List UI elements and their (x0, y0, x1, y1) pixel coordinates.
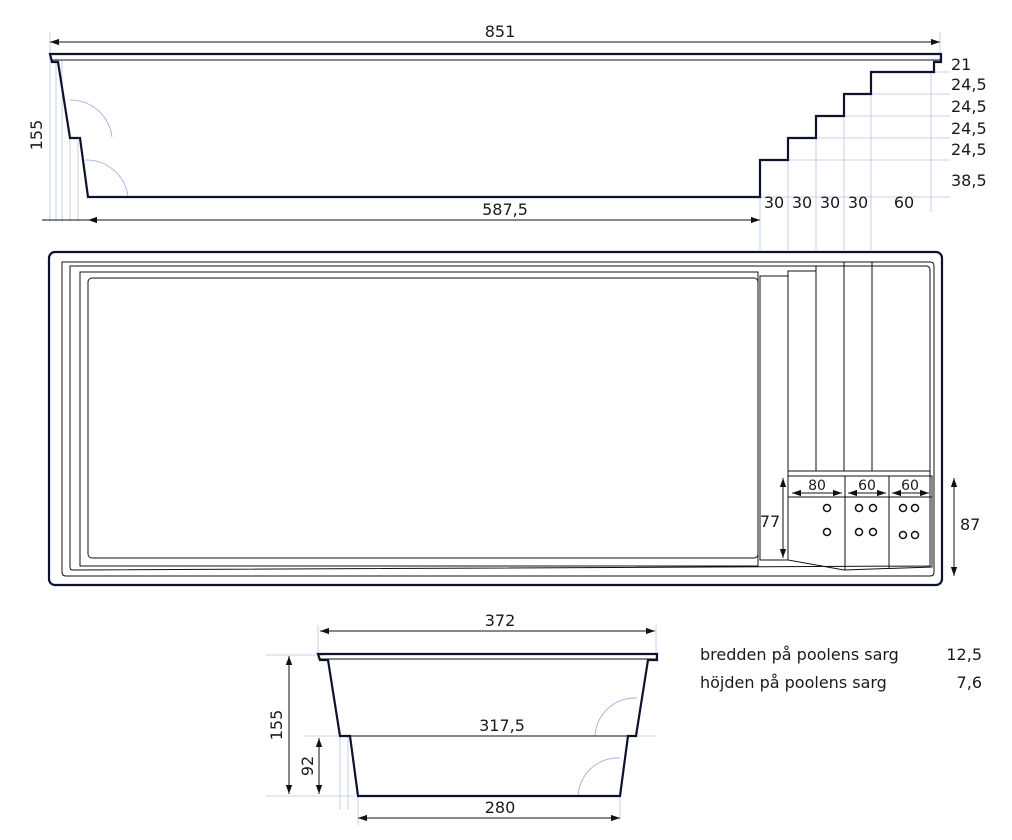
end-view: 372 317,5 280 155 92 (266, 611, 659, 825)
bench-depth-label: 77 (760, 512, 780, 531)
jet-icon (854, 503, 864, 513)
plan-view: 80 60 60 77 87 (47, 250, 980, 587)
jet-icon (854, 527, 864, 537)
plan-basin-floor (87, 277, 759, 559)
bottom-width-label: 280 (485, 798, 516, 817)
end-depth-label: 155 (267, 710, 286, 741)
massage-jets (822, 503, 920, 540)
step-height-3: 24,5 (951, 97, 987, 116)
step-width-3: 30 (820, 193, 840, 212)
step-height-6: 38,5 (951, 171, 987, 190)
bench-width-1: 80 (808, 478, 826, 494)
side-view: 851 155 587,5 21 24,5 24,5 24,5 24,5 38,… (27, 22, 987, 250)
top-width-label: 372 (485, 611, 516, 630)
step-height-1: 21 (951, 55, 971, 74)
end-guides (266, 625, 657, 825)
plan-outer-rim (47, 250, 944, 587)
step-height-5: 24,5 (951, 140, 987, 159)
length-label: 851 (485, 22, 516, 41)
side-depth-label: 155 (27, 120, 46, 151)
step-height-4: 24,5 (951, 119, 987, 138)
jet-icon (822, 503, 832, 513)
note-value-2: 7,6 (957, 673, 982, 692)
jet-icon (868, 527, 878, 537)
jet-icon (822, 527, 832, 537)
step-width-4: 30 (848, 193, 868, 212)
jet-icon (910, 503, 920, 513)
bench-area (787, 475, 933, 571)
jet-icon (910, 530, 920, 540)
bench-width-2: 60 (858, 478, 876, 494)
side-profile (48, 52, 943, 199)
jet-icon (868, 503, 878, 513)
bench-total-label: 87 (960, 515, 980, 534)
shallow-depth-label: 92 (298, 756, 317, 776)
bench-width-3: 60 (901, 478, 919, 494)
jet-icon (898, 503, 908, 513)
step-2 (787, 270, 817, 472)
step-width-1: 30 (764, 193, 784, 212)
mid-width-label: 317,5 (479, 716, 525, 735)
step-height-2: 24,5 (951, 75, 987, 94)
step-4 (843, 261, 873, 472)
notes: bredden på poolens sarg 12,5 höjden på p… (700, 645, 982, 692)
step-width-2: 30 (792, 193, 812, 212)
step-width-5: 60 (894, 193, 914, 212)
note-label-1: bredden på poolens sarg (700, 645, 899, 664)
step-3 (815, 265, 845, 472)
jet-icon (898, 530, 908, 540)
note-value-1: 12,5 (946, 645, 982, 664)
end-profile (316, 652, 659, 798)
note-label-2: höjden på poolens sarg (700, 673, 887, 692)
floor-length-label: 587,5 (482, 200, 528, 219)
